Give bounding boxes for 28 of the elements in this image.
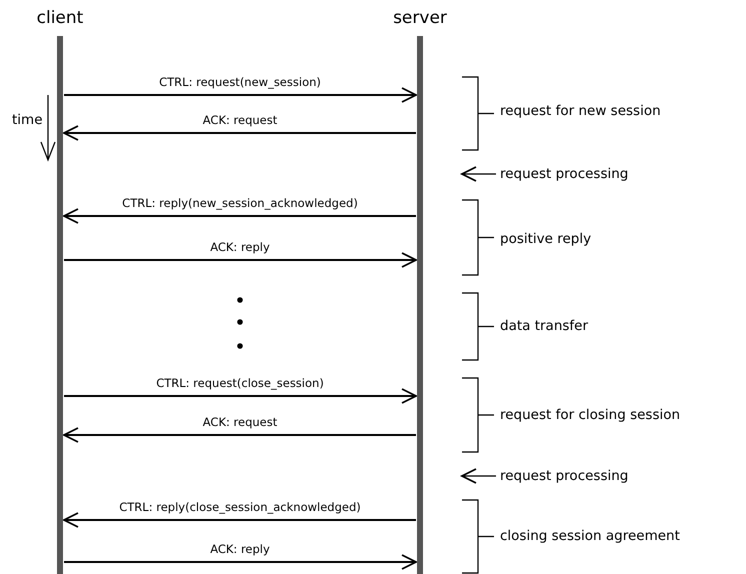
- bracket-label: request for new session: [500, 103, 661, 119]
- annotation-text: request processing: [500, 468, 628, 484]
- edge-label: ACK: reply: [208, 240, 272, 254]
- message-arrow: [64, 554, 417, 570]
- message-arrow: [63, 427, 416, 443]
- message-arrow: [63, 512, 416, 528]
- edge-label: ACK: request: [200, 113, 280, 127]
- participant-name: server: [393, 8, 447, 28]
- bracket-label: request for closing session: [500, 407, 680, 423]
- annotation-text: request processing: [500, 166, 628, 182]
- arrow: [461, 468, 496, 484]
- edge-label: ACK: reply: [208, 542, 272, 556]
- edge-label: CTRL: reply(new_session_acknowledged): [120, 196, 360, 210]
- message-arrow: [63, 125, 416, 141]
- participant-name: client: [36, 8, 84, 28]
- message-arrow: [64, 87, 417, 103]
- edge-label: CTRL: request(close_session): [154, 376, 326, 390]
- bracket-label: data transfer: [500, 318, 588, 334]
- edge-label: CTRL: request(new_session): [157, 75, 323, 89]
- message-arrow: [64, 252, 417, 268]
- message-arrow: [63, 208, 416, 224]
- arrow: [461, 166, 496, 182]
- edge-label: CTRL: reply(close_session_acknowledged): [117, 500, 363, 514]
- message-arrow: [64, 388, 417, 404]
- bracket-label: closing session agreement: [500, 528, 680, 544]
- edge-label: ACK: request: [200, 415, 280, 429]
- axis-label: time: [12, 112, 43, 128]
- bracket-label: positive reply: [500, 231, 592, 247]
